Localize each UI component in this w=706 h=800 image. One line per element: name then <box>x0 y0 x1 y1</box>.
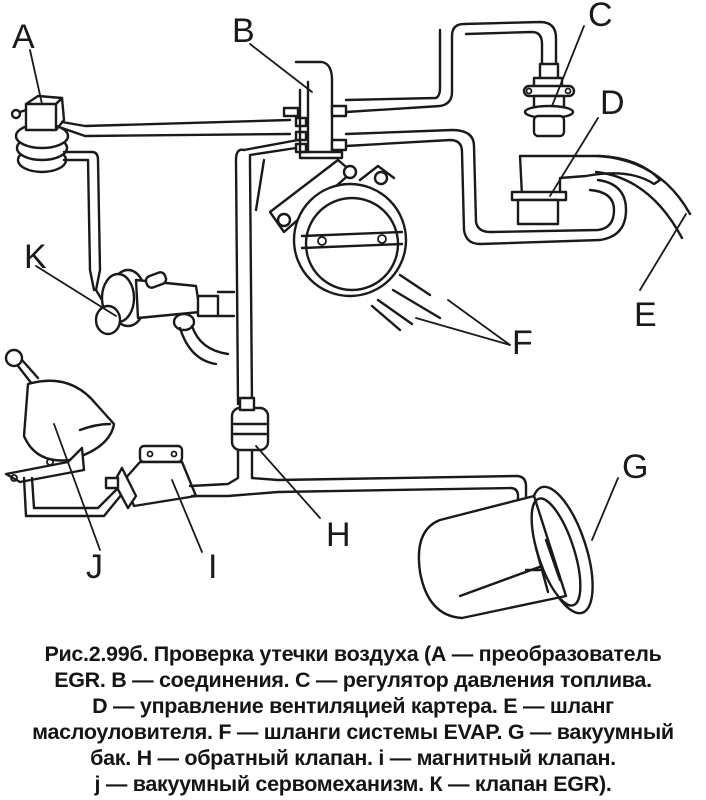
oil-separator-hose-e-inner <box>594 170 684 240</box>
leader-lines <box>29 25 687 553</box>
throttle-body <box>254 158 408 298</box>
check-valve-h <box>230 396 270 452</box>
egr-valve-k <box>94 268 236 366</box>
label-g: G <box>622 448 648 486</box>
vacuum-system-diagram: A B C D E F G H I J K <box>4 0 692 620</box>
hose-a-b-bottom <box>60 126 292 138</box>
hose-a-b-top <box>60 118 292 128</box>
label-a: A <box>12 18 35 56</box>
label-j: J <box>86 548 103 586</box>
hose-a-k-inner <box>62 158 96 292</box>
fuel-pressure-regulator-c <box>522 62 576 138</box>
label-h: H <box>326 516 351 554</box>
hose-h-g-bottom <box>276 486 520 506</box>
pipe-to-h-right <box>248 146 298 406</box>
hose-i-h-top <box>188 448 240 488</box>
label-k: K <box>24 238 47 276</box>
hose-b-c-inner <box>344 28 544 102</box>
evap-hoses-f <box>370 273 442 332</box>
hose-a-k-outer <box>62 150 104 302</box>
leader-f <box>415 299 511 346</box>
label-f: F <box>512 324 533 362</box>
label-d: D <box>600 84 625 122</box>
label-c: C <box>588 0 613 34</box>
label-e: E <box>634 296 657 334</box>
hose-h-g-top <box>250 448 528 502</box>
caption-line: j — вакуумный сервомеханизм. К — клапан … <box>94 772 612 796</box>
caption-line: D — управление вентиляцией картера. Е — … <box>92 694 614 718</box>
pcv-control-d <box>510 154 662 226</box>
label-b: B <box>232 12 255 50</box>
hose-b-d-inner <box>344 128 616 234</box>
hose-b-c-outer <box>344 20 558 114</box>
caption-line: Рис.2.99б. Проверка утечки воздуха (А — … <box>44 642 662 666</box>
pipe-to-h-left <box>234 148 246 406</box>
hose-i-h-bottom <box>190 490 280 498</box>
egr-transducer-a <box>10 94 70 174</box>
hose-b-d-outer <box>344 138 628 246</box>
connections-b <box>282 60 348 160</box>
label-i: I <box>208 548 217 586</box>
caption-line: бак. Н — обратный клапан. i — магнитный … <box>90 746 616 770</box>
vacuum-servo-j <box>4 348 124 518</box>
vacuum-tank-g <box>417 485 594 620</box>
caption-line: маслоуловителя. F — шланги системы EVAP.… <box>32 720 674 744</box>
caption-line: EGR. В — соединения. С — регулятор давле… <box>54 668 652 692</box>
oil-separator-hose-e-outer <box>596 154 692 216</box>
pipe-top <box>242 138 300 152</box>
figure-caption: Рис.2.99б. Проверка утечки воздуха (А — … <box>0 641 706 797</box>
